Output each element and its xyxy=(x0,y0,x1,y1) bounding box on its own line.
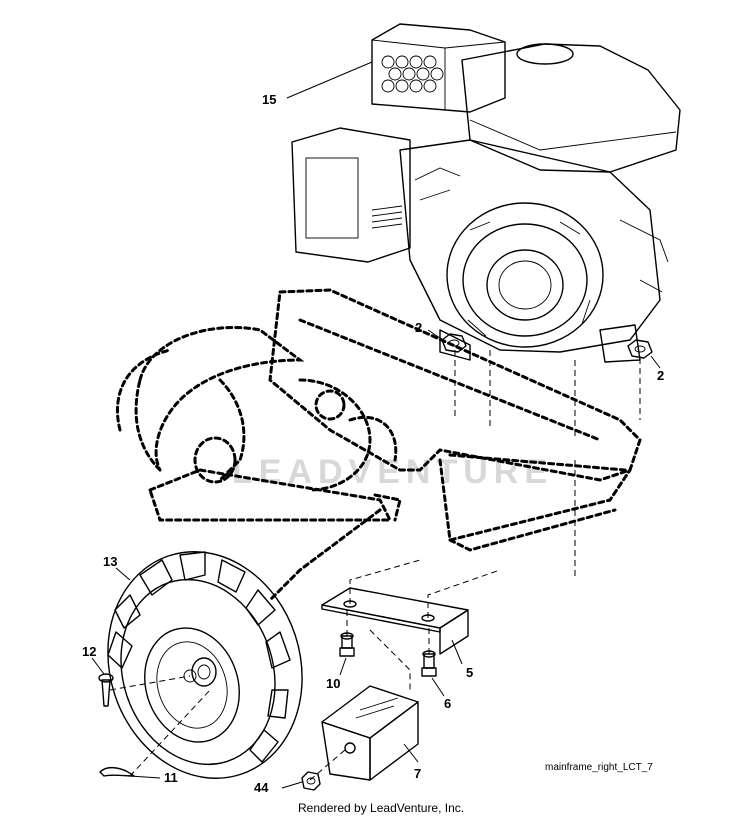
hairpin-clip xyxy=(99,766,135,777)
hex-nut-44 xyxy=(301,771,321,791)
clevis-pin xyxy=(98,673,114,707)
footer-credit: Rendered by LeadVenture, Inc. xyxy=(298,801,464,815)
callout-13: 13 xyxy=(103,554,117,569)
wheel-tire xyxy=(107,551,303,779)
callout-2-left: 2 xyxy=(415,320,422,335)
hex-nut-2-left xyxy=(441,333,467,353)
callout-11: 11 xyxy=(164,770,178,785)
callout-6: 6 xyxy=(444,696,451,711)
tine-assembly-outline xyxy=(115,325,402,602)
diagram-caption: mainframe_right_LCT_7 xyxy=(545,762,653,773)
engine xyxy=(291,23,681,363)
callout-15: 15 xyxy=(262,92,276,107)
callout-2-right: 2 xyxy=(657,368,664,383)
callout-44: 44 xyxy=(254,780,269,795)
callout-10: 10 xyxy=(326,676,340,691)
callout-7: 7 xyxy=(414,766,421,781)
weight-block xyxy=(321,685,419,781)
assembly-guide-lines xyxy=(109,350,641,781)
callout-12: 12 xyxy=(82,644,96,659)
leader-lines xyxy=(91,61,661,789)
cap-screw-10 xyxy=(339,632,355,657)
hex-nut-2-right xyxy=(627,339,653,359)
mounting-bracket xyxy=(321,587,469,655)
frame-outline xyxy=(268,288,642,552)
callout-5: 5 xyxy=(466,665,473,680)
cap-screw-6 xyxy=(421,650,437,677)
